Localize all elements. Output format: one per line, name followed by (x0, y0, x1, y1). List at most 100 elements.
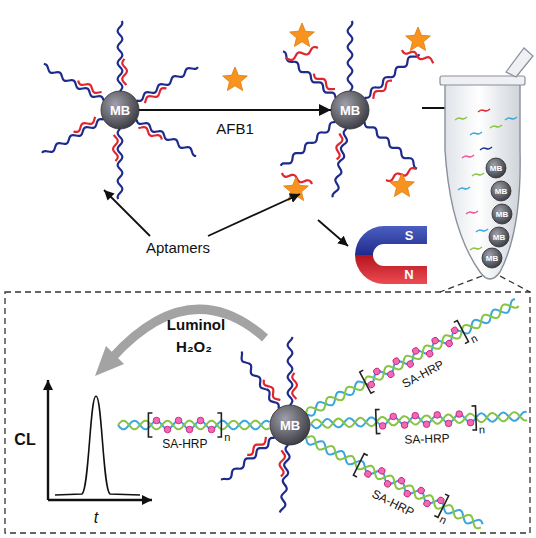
repeat-bracket (454, 321, 469, 344)
aptamer-strand (136, 120, 196, 157)
bead-circle (489, 227, 509, 247)
sa-hrp-dot (197, 417, 204, 424)
complementary-strand (113, 135, 118, 161)
hairpin-strand (311, 412, 527, 429)
flow-arrow (318, 220, 348, 246)
tube-content (476, 229, 488, 232)
hcr-helix (311, 404, 528, 436)
sa-hrp-dot (377, 466, 386, 475)
sa-hrp-dot (412, 412, 419, 419)
repeat-count: n (479, 424, 486, 435)
tube-content (455, 117, 467, 120)
edge-label: AFB1 (216, 121, 254, 136)
sa-hrp-dot (386, 370, 395, 379)
sa-hrp-dot (403, 489, 412, 498)
enzyme-label: SA-HRP (404, 432, 450, 446)
aptamer-strand (365, 122, 417, 168)
bead-circle (486, 158, 506, 178)
hcr-helix (301, 427, 487, 536)
tube-body (445, 84, 520, 279)
afb1-star (390, 173, 415, 197)
complementary-strand (78, 81, 101, 93)
magnet: SN (355, 226, 427, 284)
sa-hrp-dot (423, 421, 430, 428)
bead-circle (331, 91, 369, 129)
tube-cap (506, 48, 533, 77)
aptamer-label: Aptamers (146, 240, 210, 255)
zoom-line (440, 276, 482, 292)
node-shape (355, 226, 427, 284)
sa-hrp-dot (445, 420, 452, 427)
hcr-helix (300, 292, 522, 425)
pole-letter: S (399, 228, 419, 243)
sa-hrp-dot (397, 476, 406, 485)
tube-content (470, 247, 482, 250)
repeat-bracket (360, 370, 375, 393)
sa-hrp-dot (401, 422, 408, 429)
inset-frame (5, 292, 530, 533)
complementary-strand (74, 117, 96, 132)
hairpin-strand (304, 434, 484, 530)
sa-hrp-dot (186, 426, 193, 433)
bead-circle (270, 405, 310, 445)
bead-circle (101, 91, 139, 129)
tube-content (472, 173, 484, 176)
reaction-arrowhead (95, 346, 124, 376)
sa-hrp-dot (423, 499, 432, 508)
tube-rim (440, 76, 525, 85)
bead-text: MB (331, 91, 369, 129)
axis-y (47, 380, 49, 500)
sa-hrp-dot (153, 417, 160, 424)
axis-x (48, 499, 152, 501)
complementary-strand (336, 134, 342, 160)
bead-circle (492, 204, 512, 224)
bead-text: MB (486, 158, 506, 178)
tube-content (466, 211, 478, 214)
hairpin-strand (304, 299, 519, 418)
hairpin-strand (118, 421, 270, 430)
tube-content (480, 147, 492, 150)
hairpin-strand (304, 299, 519, 418)
aptamer-strand (44, 64, 104, 101)
sa-hrp-dot (411, 346, 420, 355)
sa-hrp-dot (436, 496, 445, 505)
repeat-bracket (353, 454, 367, 477)
magnetic-bead: MB (491, 181, 511, 201)
sa-hrp-dot (406, 360, 415, 369)
sa-hrp-dot (383, 479, 392, 488)
enzyme-label: SA-HRP (162, 438, 207, 450)
pointer-arrow (208, 194, 300, 236)
aptamer-strand (280, 445, 290, 513)
axis-title: CL (14, 432, 35, 448)
magnet-north-pole (355, 255, 427, 284)
magnetic-bead: MB (486, 158, 506, 178)
sa-hrp-dot (379, 422, 386, 429)
afb1-star (406, 27, 431, 51)
afb1-star (223, 67, 248, 91)
tube-content (470, 132, 482, 135)
aptamer-strand (333, 129, 347, 198)
bead-circle (482, 248, 502, 268)
reagent-label: Luminol (167, 317, 225, 332)
complementary-strand (292, 373, 297, 399)
afb1-star (290, 23, 315, 47)
hairpin-strand (118, 421, 270, 430)
tube-content (478, 109, 490, 112)
complementary-strand (314, 74, 335, 89)
sa-hrp-dot (445, 339, 454, 348)
released-strand (285, 47, 318, 60)
pointer-arrow (104, 190, 150, 236)
complementary-strand (145, 88, 167, 103)
bead-text: MB (482, 248, 502, 268)
aptamer-strand (136, 67, 198, 101)
flow-arrow (139, 109, 331, 111)
complementary-strand (280, 450, 285, 476)
sa-hrp-dot (417, 486, 426, 495)
complementary-strand (373, 81, 392, 99)
tube-content (505, 117, 517, 120)
aptamer-strand (365, 54, 420, 98)
released-strand (402, 50, 433, 63)
sa-hrp-dot (390, 413, 397, 420)
sa-hrp-dot (175, 417, 182, 424)
